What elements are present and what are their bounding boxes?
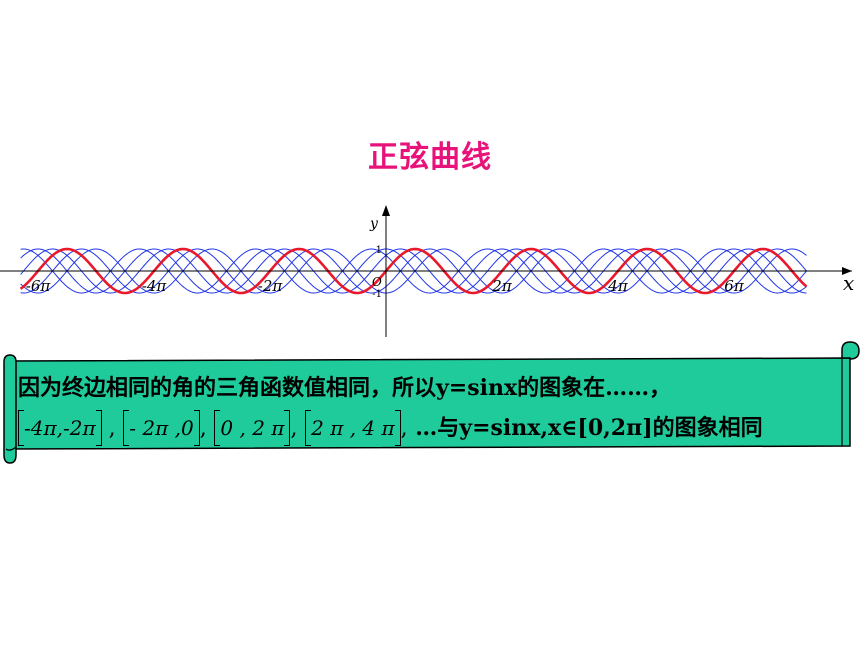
shifted-sine-curve-3 [20, 248, 807, 294]
scroll-roll-left [3, 354, 17, 464]
axes [0, 205, 852, 337]
y-axis-arrow [382, 205, 390, 216]
x-tick-label: -4π [142, 277, 168, 295]
main-sine-curve [19, 247, 808, 295]
interval-4: 2 π , 4 π [305, 408, 401, 448]
scroll-banner [3, 341, 860, 464]
x-tick-label: -2π [258, 277, 284, 295]
interval-1: -4π,-2π [18, 408, 102, 448]
y-axis-label: y [369, 216, 379, 232]
separator-1: , [101, 416, 116, 441]
shifted-sine-curve-2 [20, 248, 807, 294]
shifted-sine-curve-5 [20, 248, 807, 294]
separator-3: , [290, 416, 298, 441]
banner-line-2-tail: …与y=sinx,x∈[0,2π]的图象相同 [407, 415, 763, 441]
banner-line-2: -4π,-2π , - 2π ,0, 0 , 2 π, 2 π , 4 π, …… [18, 408, 838, 449]
scroll-curl-top-right [841, 341, 860, 360]
x-tick-label: 2π [491, 277, 513, 295]
banner-text: 因为终边相同的角的三角函数值相同，所以y=sinx的图象在……， -4π,-2π… [18, 368, 838, 449]
x-tick-label: -6π [26, 277, 52, 295]
shifted-sine-curves [20, 248, 807, 294]
page-title: 正弦曲线 [368, 140, 492, 175]
banner-line-1: 因为终边相同的角的三角函数值相同，所以y=sinx的图象在……， [18, 375, 672, 401]
tick-labels: x yO -6π -4π -2π 2π 4π 6π 1 -1 [26, 216, 855, 300]
x-tick-label: 6π [724, 277, 745, 295]
x-tick-label: 4π [607, 277, 629, 295]
shifted-sine-curve-1 [20, 248, 807, 294]
shifted-sine-curve-4 [20, 248, 807, 294]
x-axis-label: x [843, 271, 854, 295]
scroll-roll-left-edge [5, 446, 17, 451]
origin-label: O [372, 275, 382, 289]
separator-4: , [400, 416, 408, 441]
interval-3: 0 , 2 π [214, 408, 291, 448]
x-axis-arrow [842, 267, 852, 275]
y-tick-label: 1 [376, 245, 382, 256]
separator-2: , [199, 416, 207, 441]
y-tick-label: -1 [372, 289, 382, 300]
sine-chart: x yO -6π -4π -2π 2π 4π 6π 1 -1 [0, 205, 855, 337]
interval-2: - 2π ,0 [123, 408, 201, 448]
